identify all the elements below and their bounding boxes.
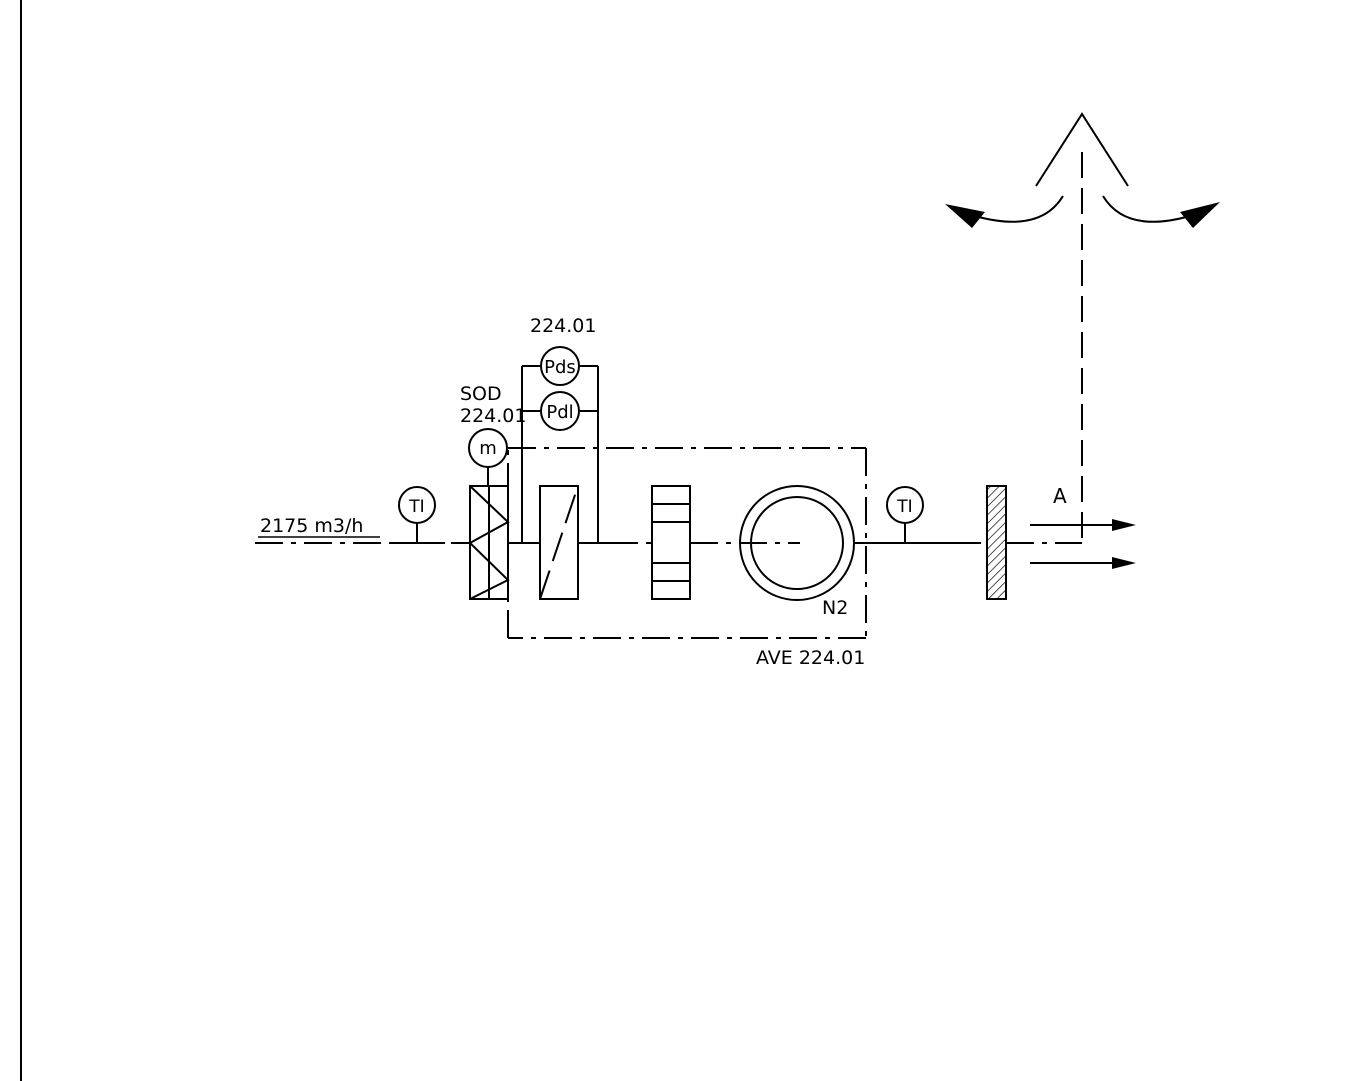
pds-label: Pds [544,357,576,378]
ti-outlet-instrument: TI [886,486,924,543]
ti-outlet-label: TI [896,497,912,517]
damper-motor: m [468,428,508,486]
pdl-circle [540,391,580,431]
motor-label: m [479,438,497,459]
outlet-arrows [1030,519,1136,569]
pds-tag-label: 224.01 [530,315,596,337]
filter [539,485,579,600]
sod-name-label: SOD [460,383,502,405]
coil [651,485,691,600]
ti-inlet-instrument: TI [398,486,436,543]
outlet-tag-label: A [1053,484,1067,508]
ahu-boundary [507,447,867,639]
unit-tag-label: AVE 224.01 [756,647,865,669]
hatched-element [986,485,1007,600]
pressure-instruments: Pds Pdl [521,346,599,543]
pds-circle [540,346,580,386]
damper [468,485,510,600]
sod-number-label: 224.01 [460,405,526,427]
ti-inlet-label: TI [408,497,424,517]
flow-rate-label: 2175 m3/h [260,515,363,537]
pdl-label: Pdl [546,402,573,423]
exhaust-hood-symbol [945,112,1220,228]
fan [739,485,855,601]
fan-tag-label: N2 [822,597,848,619]
